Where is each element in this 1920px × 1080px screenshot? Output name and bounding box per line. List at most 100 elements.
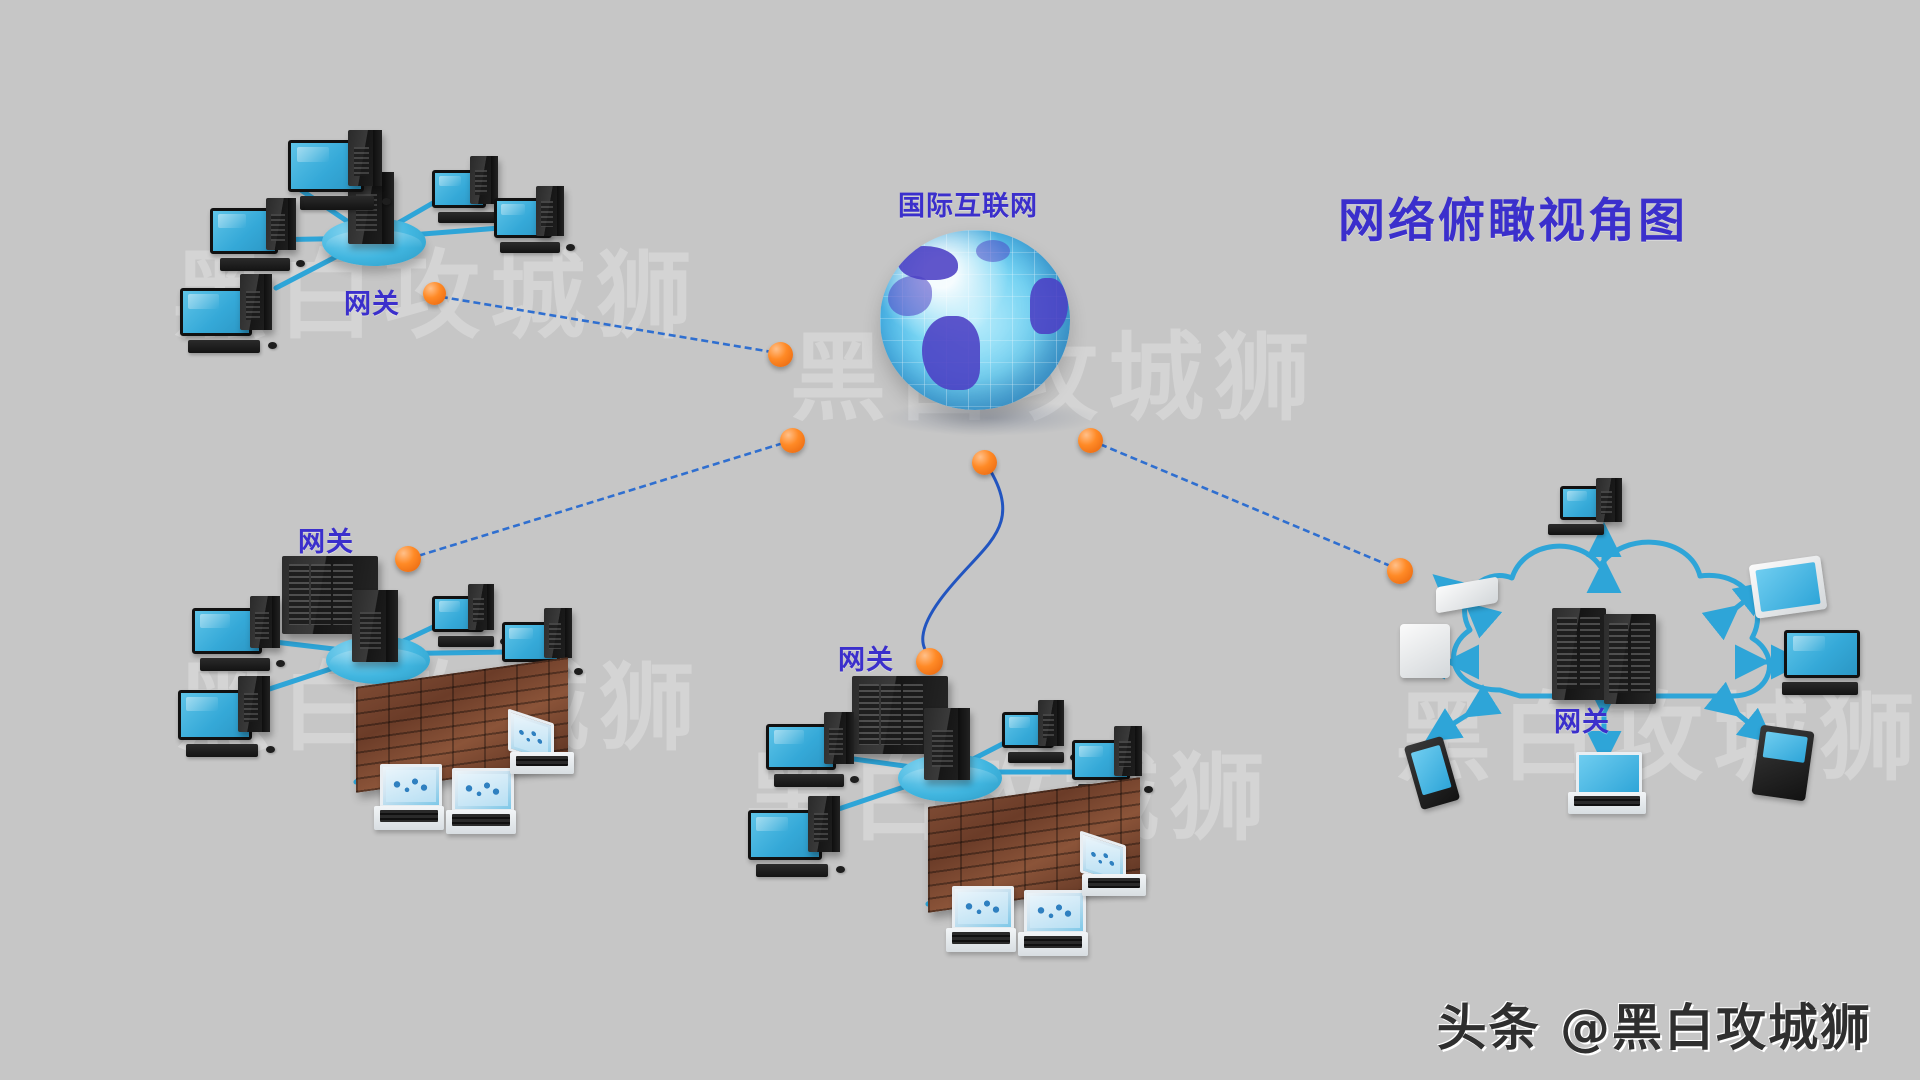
screen-glare: [1079, 745, 1104, 758]
server-side-panel: [382, 172, 394, 244]
monitor-screen: [1784, 630, 1860, 678]
screen-glare: [186, 696, 218, 712]
desktop-tower: [1114, 726, 1142, 776]
laptop-base: [446, 810, 516, 834]
desktop-tower: [240, 274, 272, 330]
rack-bay: [288, 563, 309, 625]
globe-icon: [880, 230, 1070, 410]
laptop-base: [1568, 792, 1646, 814]
server-vents: [932, 729, 953, 768]
keyboard: [220, 258, 290, 271]
router-device: [1436, 576, 1498, 614]
server-vents: [541, 201, 554, 227]
laptop-lid: [380, 764, 442, 808]
server-side-panel: [846, 712, 854, 764]
laptop-lid: [952, 886, 1014, 930]
wan-link-rightcloud: [1089, 438, 1401, 572]
server-side-panel: [272, 596, 280, 648]
desktop-tower: [470, 156, 498, 204]
cloud-desktop-tower: [1596, 478, 1622, 522]
laptop-keyboard: [516, 756, 568, 766]
hub-server-tower: [352, 590, 398, 662]
desktop-tower: [1038, 700, 1064, 746]
laptop-keyboard: [1088, 878, 1140, 888]
server-vents: [243, 692, 258, 722]
laptop: [374, 806, 444, 830]
rack-bay: [1557, 617, 1577, 689]
server-vents: [255, 611, 269, 639]
screen-glare: [200, 614, 230, 628]
keyboard: [1008, 752, 1064, 763]
laptop-base: [1082, 874, 1146, 896]
server-side-panel: [958, 708, 970, 780]
gateway-label: 网关: [1554, 707, 1610, 738]
laptop-base: [510, 752, 574, 774]
screen-glare: [509, 627, 534, 640]
corner-watermark: 头条 @黑白攻城狮: [1436, 999, 1872, 1057]
desktop-tower: [266, 198, 296, 250]
screen-glare: [1566, 491, 1587, 501]
keyboard: [1548, 524, 1604, 535]
laptop-keyboard: [1574, 796, 1640, 806]
rack-bay: [1631, 623, 1650, 694]
laptop-keyboard: [380, 810, 438, 822]
nas-device: [1400, 624, 1450, 678]
cloud-monitor-device: [1784, 630, 1860, 678]
laptop-screen-map: [386, 770, 436, 802]
cloud-link: [1701, 580, 1771, 641]
server-side-panel: [490, 156, 498, 204]
laptop: [452, 768, 514, 812]
keyboard: [438, 636, 494, 647]
keyboard: [438, 212, 496, 223]
laptop: [952, 886, 1014, 930]
server-side-panel: [1134, 726, 1142, 776]
server-vents: [245, 290, 260, 320]
laptop-base: [946, 928, 1016, 952]
keyboard: [188, 340, 260, 353]
screen-glare: [188, 294, 219, 309]
background-watermark: 黑白攻城狮: [1395, 682, 1920, 794]
laptop: [510, 752, 574, 774]
laptop-keyboard: [1024, 936, 1082, 948]
mouse: [266, 746, 275, 753]
mouse: [566, 244, 575, 251]
mouse: [836, 866, 845, 873]
rack-bay: [902, 683, 924, 745]
laptop-lid: [452, 768, 514, 812]
desktop-tower: [250, 596, 280, 648]
server-vents: [1119, 741, 1132, 767]
globe-land: [976, 240, 1010, 262]
internet-label: 国际互联网: [898, 191, 1038, 222]
screen-glare: [501, 203, 526, 216]
laptop: [1018, 932, 1088, 956]
page-title: 网络俯瞰视角图: [1338, 194, 1688, 249]
desktop-tower: [544, 608, 572, 658]
screen-glare: [1792, 636, 1825, 651]
server-side-panel: [564, 608, 572, 658]
gateway-label: 网关: [298, 527, 354, 558]
mouse: [296, 260, 305, 267]
keyboard: [774, 774, 844, 787]
server-side-panel: [373, 130, 382, 186]
screen-glare: [756, 816, 788, 832]
server-vents: [1042, 713, 1055, 738]
server-side-panel: [263, 274, 272, 330]
laptop-screen-map: [1030, 896, 1080, 928]
laptop-screen-map: [958, 892, 1008, 924]
server-vents: [829, 727, 843, 755]
desktop-tower: [808, 796, 840, 852]
screen-glare: [438, 175, 461, 187]
laptop: [446, 810, 516, 834]
server-side-panel: [288, 198, 296, 250]
desktop-tower: [238, 676, 270, 732]
mouse: [382, 198, 391, 205]
laptop: [1082, 874, 1146, 896]
mouse: [1144, 786, 1153, 793]
laptop: [1024, 890, 1086, 934]
server-side-panel: [487, 584, 494, 630]
cloud-laptop: [1568, 792, 1646, 814]
keyboard: [756, 864, 828, 877]
wan-link-bottomcenter: [921, 461, 1005, 662]
globe-land: [1030, 278, 1068, 334]
